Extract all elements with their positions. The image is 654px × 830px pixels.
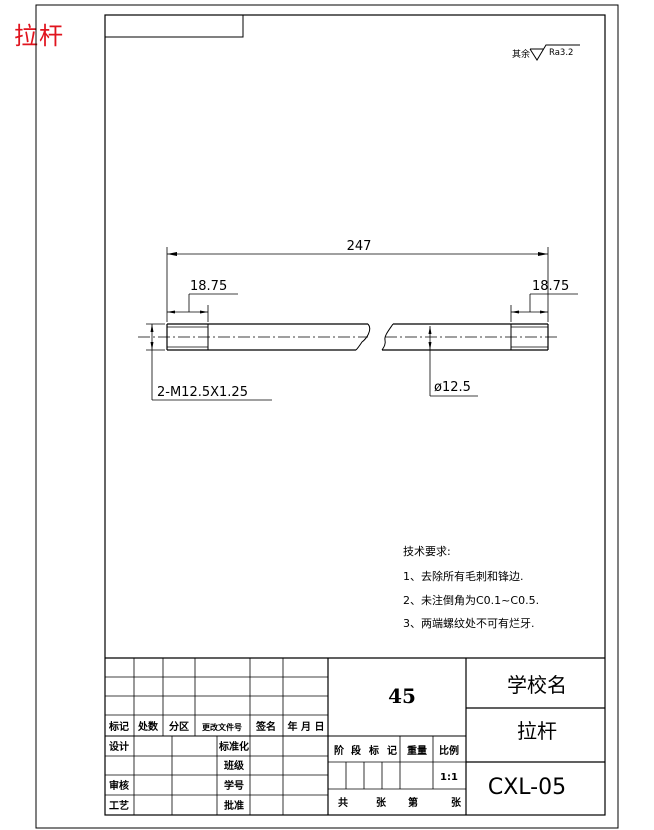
tech-req-item: 3、两端螺纹处不可有烂牙. <box>403 616 535 630</box>
ratio-value: 1:1 <box>440 772 458 783</box>
corner-box <box>104 14 244 38</box>
diameter-label: ø12.5 <box>434 380 471 395</box>
inner-border <box>104 14 606 816</box>
dimension-overall <box>166 247 549 322</box>
overall-length-label: 247 <box>347 239 372 254</box>
class-label: 班级 <box>224 759 245 772</box>
sheet-unit2-label: 张 <box>451 796 462 809</box>
surface-finish-symbol: 其余 Ra3.2 <box>512 44 580 61</box>
arrow-icon <box>428 326 432 334</box>
weight-label: 重量 <box>407 744 427 757</box>
rev-header: 处数 <box>137 720 159 733</box>
material-value: 45 <box>388 684 416 708</box>
approve-label: 批准 <box>224 799 244 812</box>
stage-header: 记 <box>387 745 397 757</box>
tech-req-title: 技术要求: <box>403 545 451 558</box>
standardization-label: 标准化 <box>218 740 249 753</box>
sheet-no-label: 第 <box>408 796 418 809</box>
outer-border <box>35 4 619 829</box>
arrow-icon <box>200 310 208 314</box>
process-label: 工艺 <box>109 799 129 812</box>
stage-header: 标 <box>368 744 379 757</box>
rev-header: 标记 <box>108 720 129 733</box>
rod-part <box>138 323 560 351</box>
tech-req-item: 2、未注倒角为C0.1~C0.5. <box>403 593 539 607</box>
tech-requirements: 技术要求: 1、去除所有毛刺和锋边. 2、未注倒角为C0.1~C0.5. 3、两… <box>403 545 539 630</box>
arrow-icon <box>150 324 154 332</box>
arrow-icon <box>428 342 432 350</box>
arrow-right-icon <box>538 252 548 256</box>
dimension-right-thread <box>510 293 578 322</box>
arrow-left-icon <box>167 252 177 256</box>
sheet-total-label: 共 <box>338 796 348 809</box>
finish-check-icon <box>529 44 580 61</box>
thread-callout-label: 2-M12.5X1.25 <box>157 385 248 400</box>
dimension-left-thread <box>167 293 238 322</box>
review-label: 审核 <box>109 779 129 792</box>
dimension-thread-size <box>146 323 272 401</box>
surface-finish-value: Ra3.2 <box>549 48 573 58</box>
page-label: 拉杆 <box>14 22 64 50</box>
tech-req-item: 1、去除所有毛刺和锋边. <box>403 569 524 583</box>
arrow-icon <box>511 310 519 314</box>
rev-header: 更改文件号 <box>202 722 242 732</box>
stage-header: 段 <box>351 744 361 757</box>
arrow-icon <box>540 310 548 314</box>
title-block-text: 45 学校名 拉杆 CXL-05 标记 处数 分区 更改文件号 签名 年 月 日… <box>108 673 567 812</box>
break-line-left <box>355 323 371 351</box>
sheet-unit-label: 张 <box>376 796 387 809</box>
surface-finish-prefix: 其余 <box>512 48 530 60</box>
right-thread-length-label: 18.75 <box>532 279 569 294</box>
drawing-number: CXL-05 <box>488 775 566 800</box>
stage-header: 阶 <box>334 744 345 757</box>
ratio-label: 比例 <box>439 744 459 757</box>
student-id-label: 学号 <box>224 779 244 792</box>
arrow-icon <box>167 310 175 314</box>
rev-header: 年 月 日 <box>288 720 325 733</box>
break-line-right <box>381 323 394 351</box>
rev-header: 分区 <box>169 720 189 733</box>
left-thread-length-label: 18.75 <box>190 279 227 294</box>
arrow-icon <box>150 342 154 350</box>
dimension-diameter <box>428 326 478 397</box>
rev-header: 签名 <box>255 720 276 733</box>
title-block <box>105 657 605 815</box>
design-label: 设计 <box>109 740 129 753</box>
part-name: 拉杆 <box>517 719 557 743</box>
school-name: 学校名 <box>507 673 567 697</box>
